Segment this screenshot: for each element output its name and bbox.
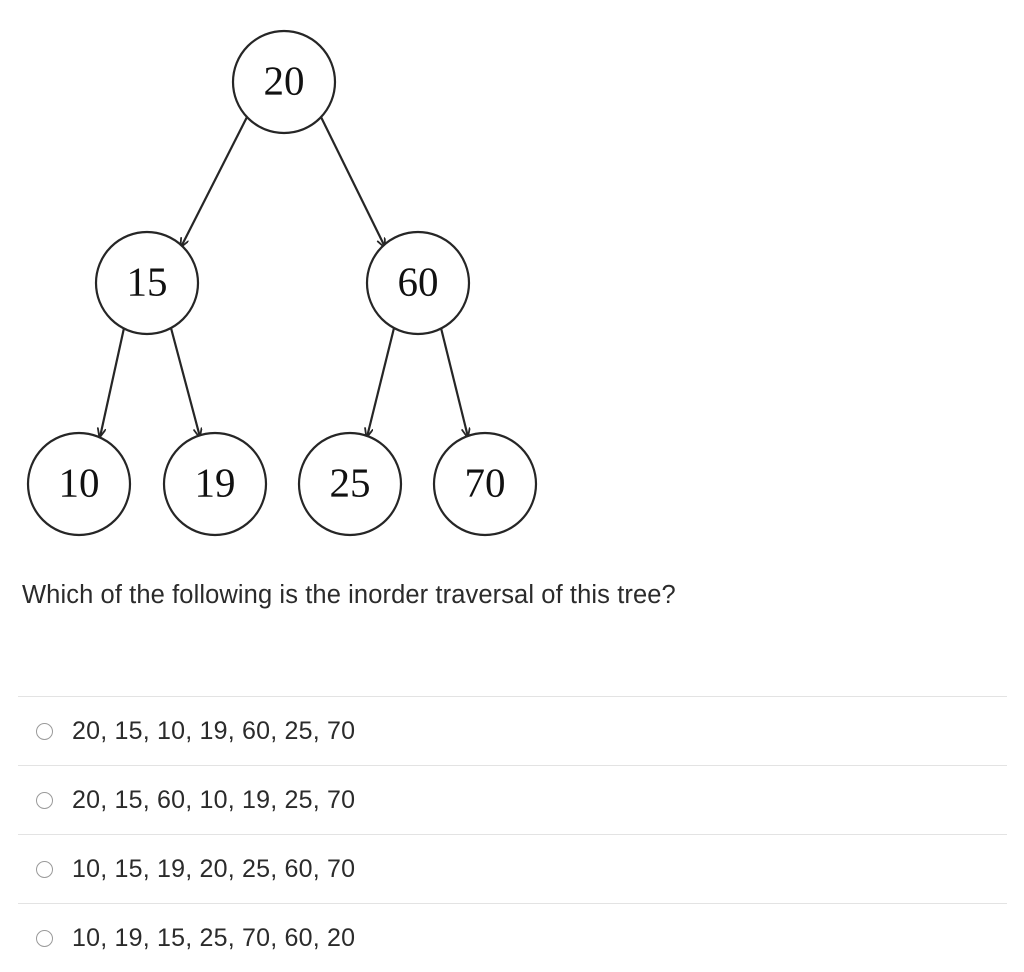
node-label-right: 60 xyxy=(398,258,439,304)
answer-option-label: 10, 19, 15, 25, 70, 60, 20 xyxy=(72,924,356,952)
node-circle-root xyxy=(231,29,337,135)
radio-button-icon[interactable] xyxy=(36,860,53,878)
radio-button-icon[interactable] xyxy=(36,722,53,740)
tree-edges xyxy=(100,116,468,437)
node-circle-leaf-4 xyxy=(432,431,538,537)
node-label-leaf-3: 25 xyxy=(330,459,371,505)
node-label-leaf-2: 19 xyxy=(195,459,236,505)
answer-option-label: 20, 15, 10, 19, 60, 25, 70 xyxy=(72,717,356,745)
node-label-left: 15 xyxy=(127,258,168,304)
tree-node-right: 60 xyxy=(365,230,471,336)
tree-node-root: 20 xyxy=(231,29,337,135)
edge-root-to-right xyxy=(320,116,386,247)
answer-option-3[interactable]: 10, 15, 19, 20, 25, 60, 70 xyxy=(18,834,1007,903)
node-label-root: 20 xyxy=(264,57,305,103)
edge-right-to-child-70 xyxy=(439,327,468,437)
answer-option-4[interactable]: 10, 19, 15, 25, 70, 60, 20 xyxy=(18,903,1007,972)
binary-tree-svg: 20 15 60 10 19 25 70 xyxy=(26,29,538,537)
tree-node-leaf-4: 70 xyxy=(432,431,538,537)
node-label-leaf-4: 70 xyxy=(465,459,506,505)
answer-option-1[interactable]: 20, 15, 10, 19, 60, 25, 70 xyxy=(18,696,1007,765)
node-circle-left xyxy=(94,230,200,336)
node-circle-right xyxy=(365,230,471,336)
edge-left-to-child-10 xyxy=(100,327,126,437)
answer-options-list: 20, 15, 10, 19, 60, 25, 70 20, 15, 60, 1… xyxy=(0,696,1024,972)
radio-button-icon[interactable] xyxy=(36,791,53,809)
radio-button-icon[interactable] xyxy=(36,929,53,947)
edge-root-to-left xyxy=(181,116,248,247)
node-circle-leaf-3 xyxy=(297,431,403,537)
node-circle-leaf-2 xyxy=(162,431,268,537)
tree-node-leaf-1: 10 xyxy=(26,431,132,537)
edge-left-to-child-19 xyxy=(169,327,200,437)
answer-option-label: 10, 15, 19, 20, 25, 60, 70 xyxy=(72,855,356,883)
tree-node-leaf-2: 19 xyxy=(162,431,268,537)
edge-right-to-child-25 xyxy=(367,327,396,437)
node-circle-leaf-1 xyxy=(26,431,132,537)
answer-option-label: 20, 15, 60, 10, 19, 25, 70 xyxy=(72,786,356,814)
tree-node-leaf-3: 25 xyxy=(297,431,403,537)
answer-option-2[interactable]: 20, 15, 60, 10, 19, 25, 70 xyxy=(18,765,1007,834)
binary-tree-figure: 20 15 60 10 19 25 70 xyxy=(26,29,538,537)
question-prompt: Which of the following is the inorder tr… xyxy=(22,581,676,609)
node-label-leaf-1: 10 xyxy=(59,459,100,505)
tree-node-left: 15 xyxy=(94,230,200,336)
